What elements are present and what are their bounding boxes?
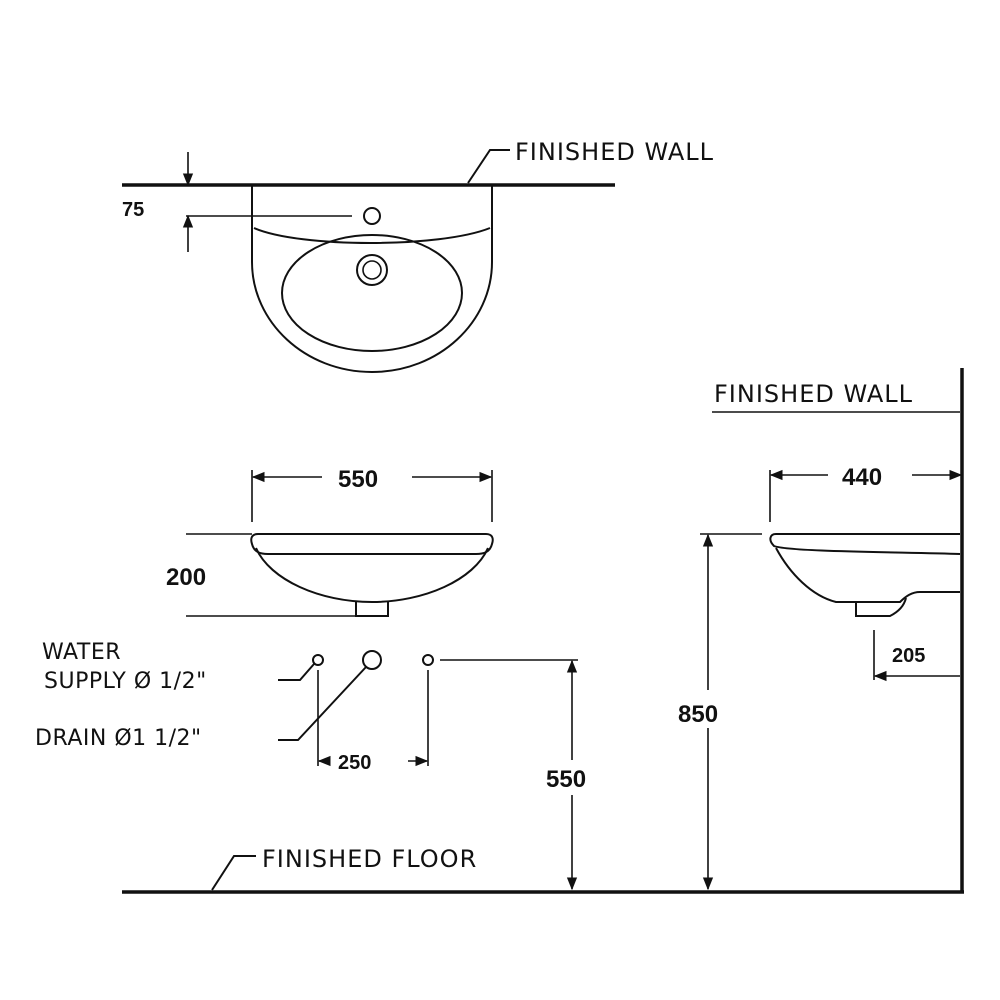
floor: FINISHED FLOOR (122, 845, 964, 894)
water-supply-label-line2: SUPPLY Ø 1/2" (44, 669, 207, 694)
drain-leader (278, 666, 367, 741)
dim-440-label: 440 (842, 464, 882, 491)
basin-front-outlet (355, 602, 389, 617)
finished-wall-side-label: FINISHED WALL (714, 380, 913, 408)
basin-side-rim (769, 533, 961, 555)
dim-75-label: 75 (122, 199, 144, 221)
dim-850-label: 850 (678, 701, 718, 728)
tap-hole (363, 207, 381, 225)
drain-hole-inner (362, 260, 382, 280)
basin-top-bowl (281, 234, 463, 352)
dim-205-label: 205 (892, 645, 925, 667)
side-view: FINISHED WALL 440 205 850 (678, 368, 964, 893)
finished-floor-label: FINISHED FLOOR (262, 845, 477, 873)
water-supply-left-point (312, 654, 324, 666)
finished-wall-top-leader (467, 149, 510, 184)
water-supply-leader (278, 663, 315, 681)
dim-550h-label: 550 (546, 766, 586, 793)
water-supply-label-line1: WATER (42, 640, 121, 665)
top-view: FINISHED WALL 75 (122, 138, 714, 374)
front-view: 550 200 WATER SUPPLY Ø 1/2" DRAIN Ø1 1/2… (35, 466, 586, 891)
drain-point (362, 650, 382, 670)
finished-floor-leader (211, 855, 256, 891)
dim-550w-label: 550 (338, 466, 378, 493)
basin-side-outlet (855, 597, 907, 617)
dim-250-label: 250 (338, 752, 371, 774)
drain-hole-outer (356, 254, 388, 286)
basin-top-back-edge (253, 227, 491, 244)
drain-label: DRAIN Ø1 1/2" (35, 726, 202, 751)
finished-wall-top-label: FINISHED WALL (515, 138, 714, 166)
basin-front-body (255, 547, 489, 604)
basin-top-outline (251, 185, 493, 374)
dim-200-label: 200 (166, 564, 206, 591)
basin-front-rim (250, 533, 494, 555)
basin-side-body (775, 547, 960, 603)
water-supply-right-point (422, 654, 434, 666)
